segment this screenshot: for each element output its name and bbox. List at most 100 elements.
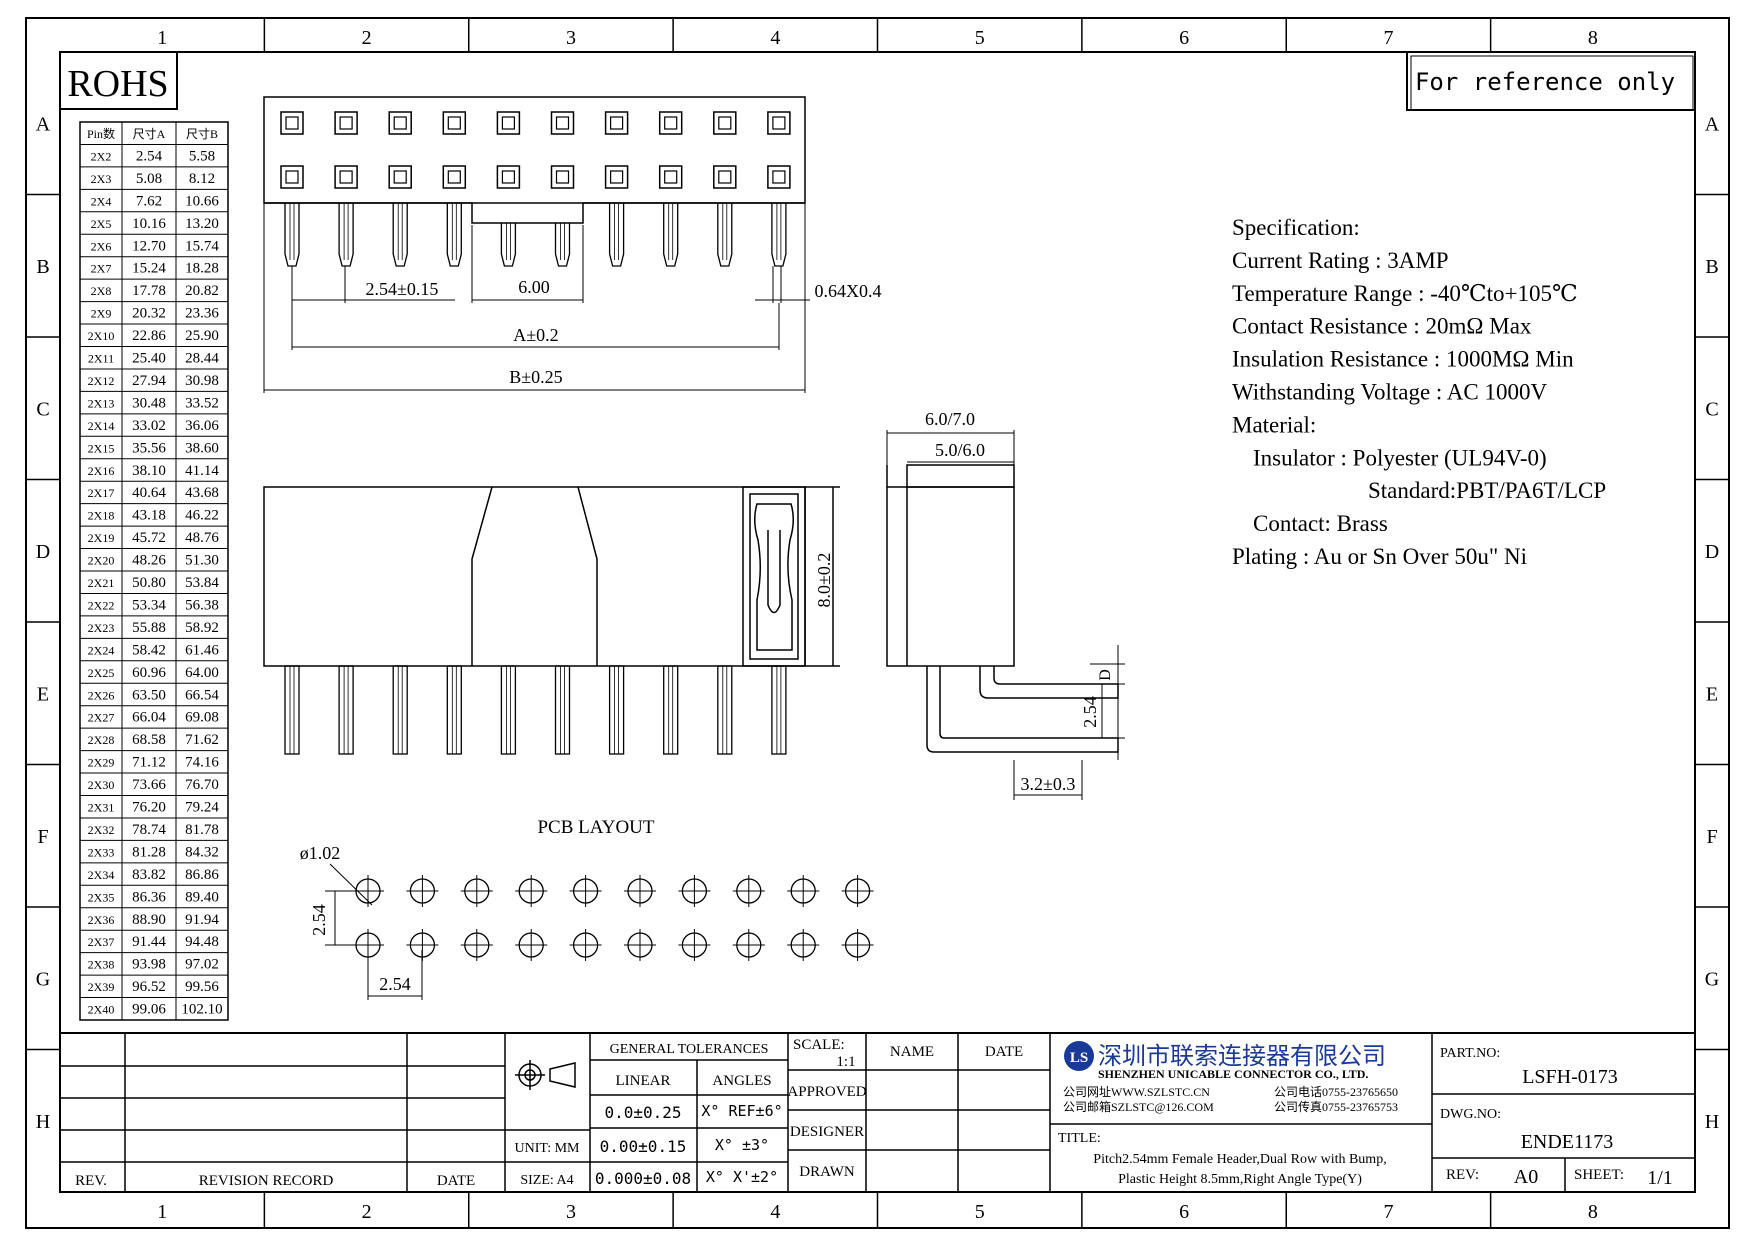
- pin-lead-body: [500, 665, 517, 755]
- pin-table-cell: 2X2: [91, 149, 112, 163]
- pin-table-cell: 89.40: [185, 889, 219, 905]
- angles-header: ANGLES: [712, 1073, 771, 1089]
- pin-table-cell: 66.04: [132, 710, 166, 726]
- pin-table-cell: 86.86: [185, 867, 219, 883]
- drawing-number-label: DWG.NO:: [1440, 1107, 1501, 1122]
- socket-opening-inner: [393, 170, 407, 184]
- socket-opening-inner: [501, 116, 515, 130]
- angle-tolerance-3: X° X'±2°: [706, 1168, 778, 1186]
- pin-table-cell: 2X39: [88, 980, 115, 994]
- linear-tolerance-2: 0.00±0.15: [600, 1137, 687, 1156]
- socket-opening-inner: [664, 170, 678, 184]
- pin-table-cell: 12.70: [132, 238, 166, 254]
- socket-opening: [767, 111, 791, 135]
- spec-line: Plating : Au or Sn Over 50u" Ni: [1232, 544, 1527, 569]
- column-label-bottom: 2: [362, 1201, 372, 1223]
- pitch-dimension: 2.54±0.15: [366, 279, 439, 299]
- pin-table-cell: 74.16: [185, 755, 219, 771]
- pin-table-header: 尺寸A: [133, 127, 166, 141]
- pin-lead: [608, 203, 625, 267]
- row-label-left: B: [36, 256, 49, 278]
- pin-table-cell: 22.86: [132, 328, 166, 344]
- pcb-vertical-pitch: 2.54: [309, 904, 329, 936]
- socket-opening: [550, 165, 575, 189]
- column-label-bottom: 8: [1588, 1201, 1598, 1223]
- pin-table-cell: 2X14: [88, 419, 115, 433]
- front-view-top: [263, 96, 806, 267]
- pin-table-cell: 76.70: [185, 777, 219, 793]
- column-label-top: 2: [362, 27, 372, 49]
- pin-table-cell: 2X7: [91, 262, 112, 276]
- pin-table-cell: 23.36: [185, 306, 219, 322]
- pin-table-cell: 86.36: [132, 889, 166, 905]
- pin-table-cell: 2X9: [91, 307, 112, 321]
- row-label-left: H: [36, 1111, 50, 1133]
- socket-opening-inner: [447, 170, 461, 184]
- pin-table-cell: 2X20: [88, 554, 115, 568]
- pin-lead: [554, 223, 571, 267]
- pin-table-cell: 40.64: [132, 485, 166, 501]
- column-label-top: 7: [1383, 27, 1393, 49]
- column-label-bottom: 7: [1383, 1201, 1393, 1223]
- pin-table-cell: 10.16: [132, 216, 166, 232]
- pin-table-cell: 30.98: [185, 373, 219, 389]
- column-label-top: 4: [770, 27, 780, 49]
- pin-table-cell: 2X17: [88, 486, 115, 500]
- pin-table-cell: 71.62: [185, 732, 219, 748]
- pin-table-cell: 99.56: [185, 979, 219, 995]
- drawing-title-line-1: Pitch2.54mm Female Header,Dual Row with …: [1093, 1152, 1386, 1167]
- pin-table-cell: 99.06: [132, 1002, 166, 1018]
- pin-lead-body: [663, 665, 679, 755]
- designer-label: DESIGNER: [790, 1124, 864, 1140]
- socket-opening: [604, 165, 629, 189]
- pin-table-cell: 2X33: [88, 845, 115, 859]
- row-label-right: E: [1706, 683, 1718, 705]
- linear-tolerance-1: 0.0±0.25: [604, 1103, 681, 1122]
- pin-table-cell: 83.82: [132, 867, 166, 883]
- pin-table-cell: 81.28: [132, 844, 166, 860]
- pin-size-dimension: 0.64X0.4: [815, 281, 882, 301]
- pin-lead: [446, 203, 462, 267]
- linear-tolerance-3: 0.000±0.08: [595, 1169, 691, 1188]
- pin-lead-body: [446, 665, 462, 755]
- company-name-cn: 深圳市联索连接器有限公司: [1098, 1043, 1386, 1070]
- socket-opening-inner: [285, 116, 299, 130]
- pin-table-cell: 50.80: [132, 575, 166, 591]
- drawn-label: DRAWN: [799, 1164, 855, 1180]
- pin-table-cell: 2X31: [88, 801, 115, 815]
- row-label-left: G: [36, 968, 50, 990]
- pin-table-cell: 2X24: [88, 643, 115, 657]
- pin-socket-openings: [280, 111, 791, 189]
- revision-label: REV:: [1446, 1167, 1479, 1183]
- spec-line: Contact Resistance : 20mΩ Max: [1232, 314, 1532, 339]
- reference-note: For reference only: [1415, 68, 1675, 96]
- pin-table-cell: 51.30: [185, 553, 219, 569]
- spec-line: Temperature Range : -40℃to+105℃: [1232, 281, 1578, 306]
- pin-table-cell: 102.10: [181, 1002, 222, 1018]
- pin-table-cell: 55.88: [132, 620, 166, 636]
- pin-table-cell: 93.98: [132, 957, 166, 973]
- pin-lead: [717, 203, 733, 267]
- pin-table-cell: 56.38: [185, 597, 219, 613]
- spec-line: Contact: Brass: [1253, 511, 1388, 536]
- pin-table-cell: 68.58: [132, 732, 166, 748]
- row-label-left: C: [36, 398, 49, 420]
- pin-table-cell: 2X28: [88, 733, 115, 747]
- sheet-label: SHEET:: [1574, 1167, 1624, 1183]
- width1-dimension: 6.0/7.0: [925, 409, 975, 429]
- row-label-right: G: [1705, 968, 1719, 990]
- pin-table-cell: 2X30: [88, 778, 115, 792]
- spec-line: Insulator : Polyester (UL94V-0): [1253, 445, 1547, 470]
- pin-table-cell: 73.66: [132, 777, 166, 793]
- socket-opening-inner: [772, 170, 786, 184]
- socket-opening-inner: [664, 116, 678, 130]
- pin-table-cell: 2X5: [91, 217, 112, 231]
- pin-table-cell: 2X34: [88, 868, 115, 882]
- pin-lead: [284, 203, 300, 267]
- socket-opening-inner: [501, 170, 515, 184]
- date-header-2: DATE: [985, 1044, 1023, 1060]
- column-label-top: 3: [566, 27, 576, 49]
- pin-table-cell: 64.00: [185, 665, 219, 681]
